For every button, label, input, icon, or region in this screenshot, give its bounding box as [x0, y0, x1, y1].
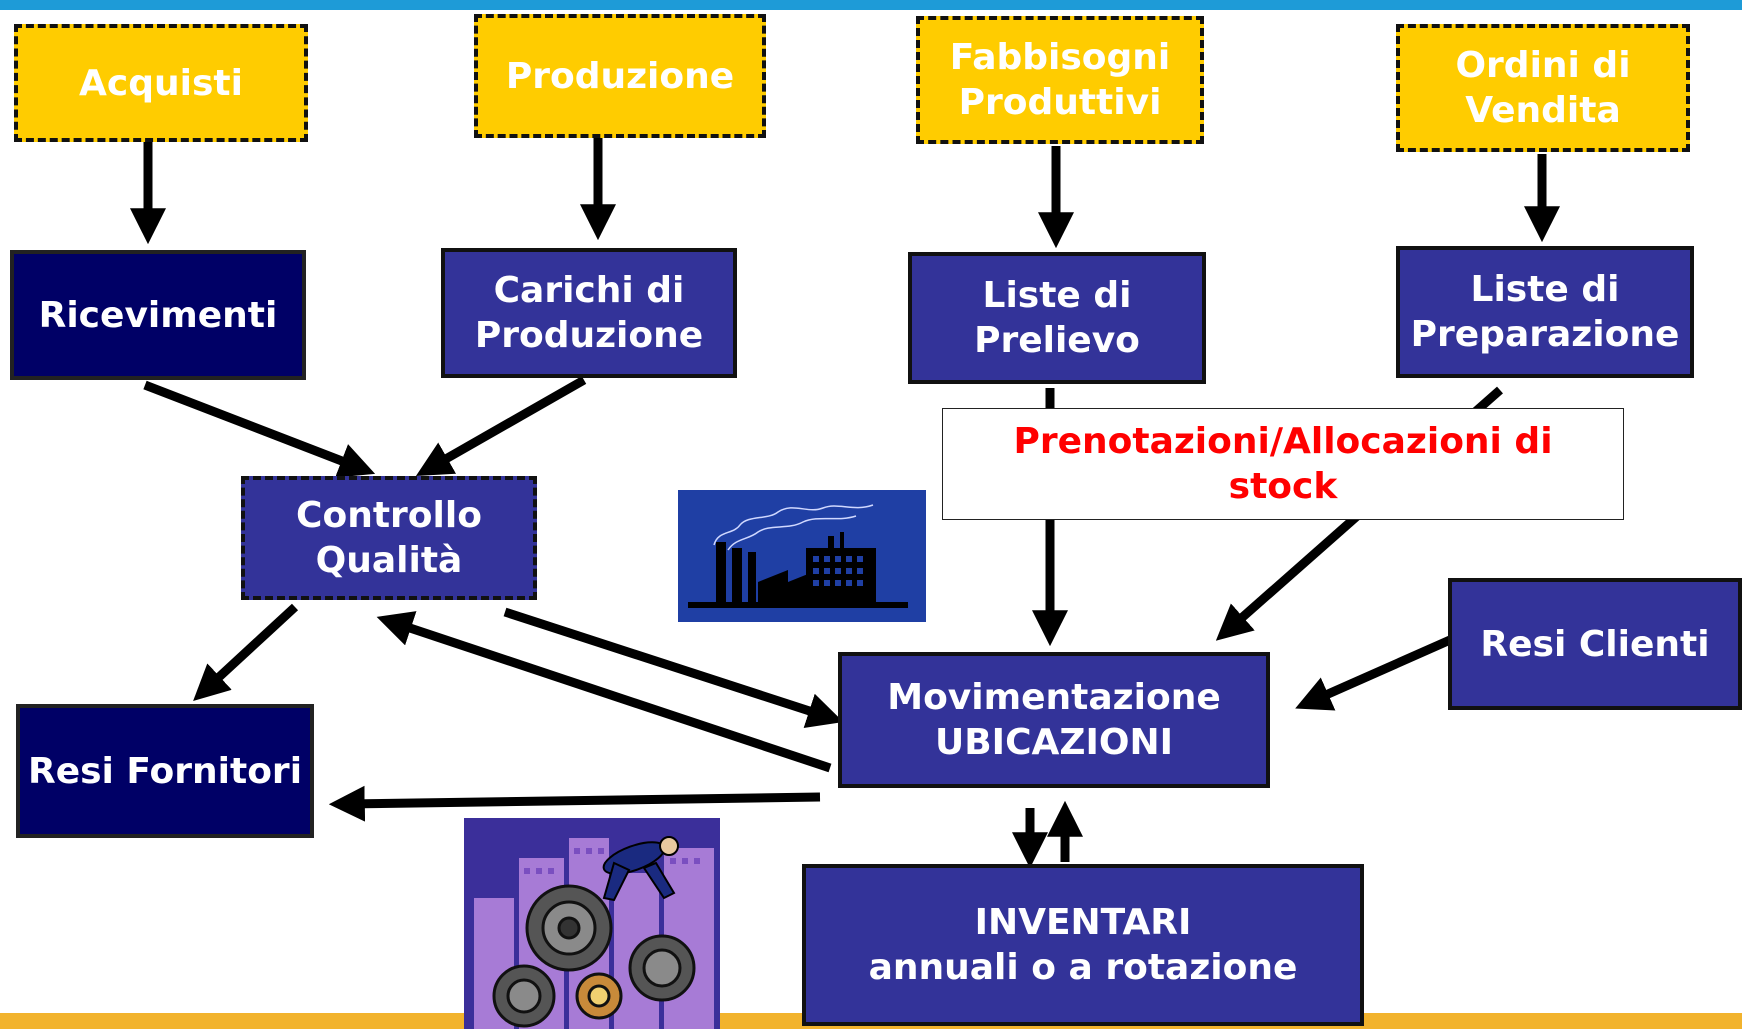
acquisti-box: Acquisti	[14, 24, 308, 142]
top-accent-bar	[0, 0, 1742, 10]
arrow-ricevimenti-controllo	[143, 380, 376, 478]
arrow-resi-clienti-movimentazione	[1295, 635, 1452, 711]
carichi-di-produzione-box: Carichi di Produzione	[441, 248, 737, 378]
liste-prelievo-label: Liste di Prelievo	[974, 275, 1140, 361]
arrow-controllo-movimentazione	[503, 607, 844, 728]
produzione-label: Produzione	[505, 55, 735, 97]
factory-icon	[678, 490, 926, 622]
movimentazione-ubicazioni-box: Movimentazione UBICAZIONI	[838, 652, 1270, 788]
arrow-movimentazione-controllo	[376, 611, 832, 773]
acquisti-label: Acquisti	[79, 62, 243, 104]
ricevimenti-label: Ricevimenti	[38, 294, 278, 336]
controllo-qualita-box: Controllo Qualità	[241, 476, 537, 600]
resi-clienti-label: Resi Clienti	[1480, 623, 1710, 665]
ricevimenti-box: Ricevimenti	[10, 250, 306, 380]
prenotazioni-allocazioni-note: Prenotazioni/Allocazioni di stock	[942, 408, 1624, 520]
inventari-label: INVENTARI annuali o a rotazione	[868, 902, 1298, 988]
carichi-label: Carichi di Produzione	[474, 270, 704, 356]
arrow-controllo-resi-fornitori	[193, 603, 299, 701]
inventari-box: INVENTARI annuali o a rotazione	[802, 864, 1364, 1026]
fabbisogni-label: Fabbisogni Produttivi	[949, 37, 1171, 123]
resi-fornitori-label: Resi Fornitori	[27, 750, 303, 792]
liste-di-prelievo-box: Liste di Prelievo	[908, 252, 1206, 384]
arrow-carichi-controllo	[415, 376, 587, 477]
liste-preparazione-label: Liste di Preparazione	[1410, 269, 1680, 355]
produzione-box: Produzione	[474, 14, 766, 138]
movimentazione-label: Movimentazione UBICAZIONI	[887, 677, 1221, 763]
fabbisogni-produttivi-box: Fabbisogni Produttivi	[916, 16, 1204, 144]
controllo-qualita-label: Controllo Qualità	[296, 495, 482, 581]
resi-clienti-box: Resi Clienti	[1448, 578, 1742, 710]
arrow-movimentazione-resi-fornitori	[328, 785, 821, 822]
gears-worker-icon	[464, 818, 720, 1029]
liste-di-preparazione-box: Liste di Preparazione	[1396, 246, 1694, 378]
ordini-di-vendita-box: Ordini di Vendita	[1396, 24, 1690, 152]
prenotazioni-label: Prenotazioni/Allocazioni di stock	[1013, 421, 1553, 507]
resi-fornitori-box: Resi Fornitori	[16, 704, 314, 838]
ordini-label: Ordini di Vendita	[1455, 45, 1631, 131]
